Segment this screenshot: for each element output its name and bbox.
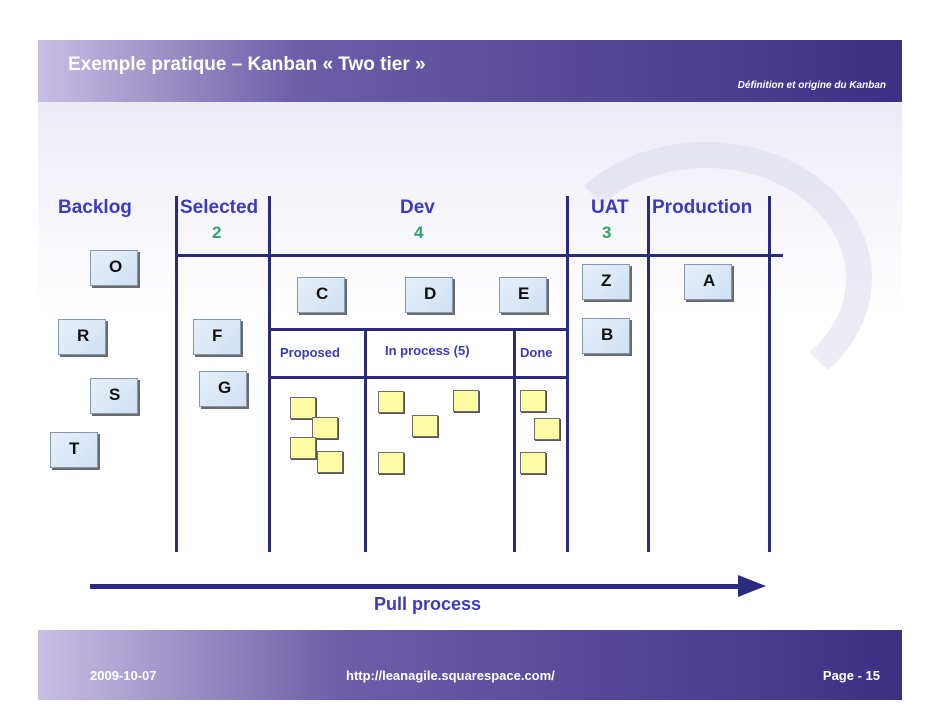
column-header-production: Production [652, 197, 753, 218]
board-header-separator [175, 254, 783, 257]
kanban-card-z[interactable]: Z [582, 264, 630, 300]
card-label: C [316, 284, 329, 303]
slide: Exemple pratique – Kanban « Two tier » D… [38, 40, 902, 700]
dev-subcolumn-header-separator [268, 376, 568, 379]
card-label: B [601, 325, 614, 344]
lane-divider-selected-dev [268, 196, 271, 552]
kanban-card-r[interactable]: R [58, 319, 106, 355]
kanban-card-g[interactable]: G [199, 371, 247, 407]
slide-title: Exemple pratique – Kanban « Two tier » [68, 54, 426, 75]
kanban-card-a[interactable]: A [684, 264, 732, 300]
kanban-card-o[interactable]: O [90, 250, 138, 286]
sticky-note[interactable] [317, 451, 343, 473]
subcolumn-header-done: Done [520, 345, 553, 360]
card-label: Z [601, 271, 612, 290]
card-label: T [69, 439, 80, 458]
lane-divider-backlog-selected [175, 196, 178, 552]
column-header-backlog: Backlog [58, 197, 132, 218]
sticky-note[interactable] [453, 390, 479, 412]
subcolumn-header-in-process: In process (5) [385, 343, 470, 358]
subcolumn-divider-inprocess-done [513, 330, 516, 552]
card-label: E [518, 284, 530, 303]
card-label: A [703, 271, 716, 290]
sticky-note[interactable] [312, 417, 338, 439]
lane-divider-uat-production [647, 196, 650, 552]
lane-border-production-right [768, 196, 771, 552]
sticky-note[interactable] [412, 415, 438, 437]
dev-subcolumn-top-border [268, 328, 568, 331]
kanban-card-c[interactable]: C [297, 277, 345, 313]
card-label: S [109, 385, 121, 404]
card-label: D [424, 284, 437, 303]
column-header-uat: UAT [591, 197, 629, 218]
lane-divider-dev-uat [566, 196, 569, 552]
kanban-card-e[interactable]: E [499, 277, 547, 313]
kanban-card-b[interactable]: B [582, 318, 630, 354]
sticky-note[interactable] [290, 437, 316, 459]
footer-page-number: Page - 15 [822, 668, 880, 683]
sticky-note[interactable] [378, 452, 404, 474]
footer-url: http://leanagile.squarespace.com/ [346, 668, 555, 683]
card-label: R [77, 326, 90, 345]
subcolumn-divider-proposed-inprocess [364, 330, 367, 552]
sticky-note[interactable] [378, 391, 404, 413]
subcolumn-header-proposed: Proposed [280, 345, 340, 360]
slide-body-background [38, 102, 902, 630]
column-header-selected: Selected [180, 197, 259, 218]
pull-process-arrow [90, 584, 740, 589]
sticky-note[interactable] [534, 418, 560, 440]
card-label: F [212, 326, 223, 345]
slide-footer: 2009-10-07 http://leanagile.squarespace.… [38, 630, 902, 700]
wip-limit-selected: 2 [212, 223, 222, 242]
sticky-note[interactable] [520, 390, 546, 412]
kanban-card-t[interactable]: T [50, 432, 98, 468]
column-header-dev: Dev [400, 197, 435, 218]
kanban-card-f[interactable]: F [193, 319, 241, 355]
kanban-card-d[interactable]: D [405, 277, 453, 313]
kanban-card-s[interactable]: S [90, 378, 138, 414]
slide-subtitle: Définition et origine du Kanban [737, 80, 886, 91]
sticky-note[interactable] [520, 452, 546, 474]
pull-process-label: Pull process [374, 594, 482, 614]
pull-process-arrow-head-icon [738, 575, 766, 597]
wip-limit-dev: 4 [414, 223, 424, 242]
slide-header: Exemple pratique – Kanban « Two tier » D… [38, 40, 902, 102]
wip-limit-uat: 3 [602, 223, 612, 242]
card-label: G [218, 378, 232, 397]
sticky-note[interactable] [290, 397, 316, 419]
card-label: O [109, 257, 123, 276]
footer-date: 2009-10-07 [90, 668, 157, 683]
